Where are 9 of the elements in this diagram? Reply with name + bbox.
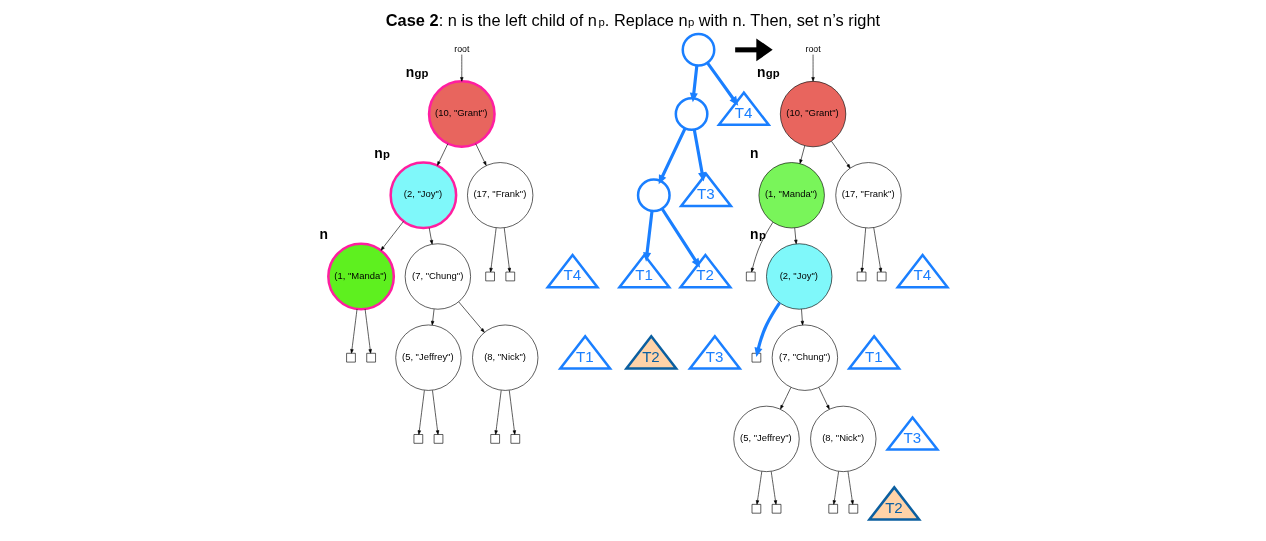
node-label: n [319, 226, 328, 243]
node-text: root [453, 44, 469, 55]
node-label: np [749, 226, 766, 243]
node-text: root [805, 44, 821, 55]
node-label: ngp [405, 63, 428, 80]
node-label: np [373, 144, 390, 161]
node-label: ngp [756, 63, 780, 80]
node-label: n [749, 144, 759, 161]
diagram-title: Case 2: n is the left child of np. Replace np with n. Then, set n’s right [385, 10, 880, 29]
